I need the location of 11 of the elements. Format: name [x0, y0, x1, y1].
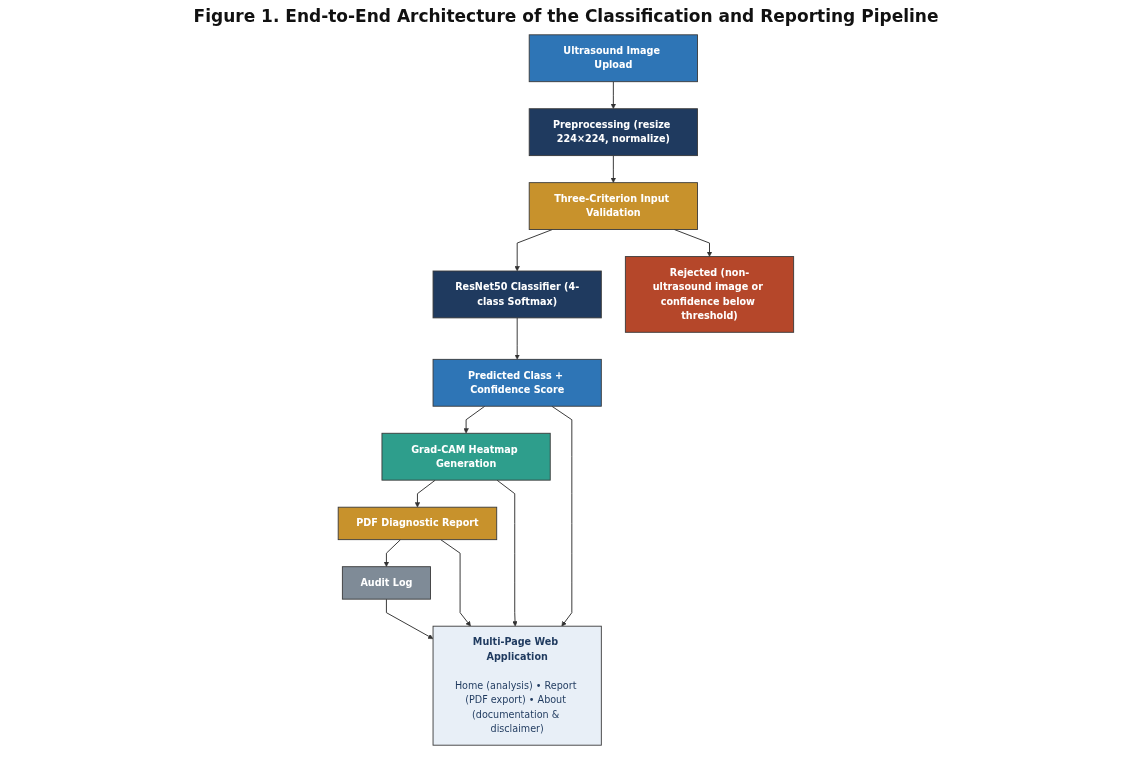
node-box: Rejected (non-ultrasound image or confidence below threshold)	[625, 256, 795, 333]
node-box: Predicted Class + Confidence Score	[432, 358, 602, 407]
node-box: Multi-Page Web Application Home (analysis) • Report (PDF export) • About (documentation & disclaimer)	[432, 625, 602, 746]
figure-title: Figure 1. End-to-End Architecture of the Classification and Reporting Pipeline	[192, 6, 940, 26]
node-box: ResNet50 Classifier (4-class Softmax)	[432, 270, 602, 319]
node-box: Audit Log	[342, 566, 431, 600]
node-box: Preprocessing (resize 224×224, normalize)	[528, 108, 698, 157]
node-box: Grad-CAM Heatmap Generation	[381, 432, 551, 481]
node-box: PDF Diagnostic Report	[337, 506, 498, 541]
node-box: Ultrasound Image Upload	[528, 34, 698, 83]
node-box: Three-Criterion Input Validation	[528, 182, 698, 230]
